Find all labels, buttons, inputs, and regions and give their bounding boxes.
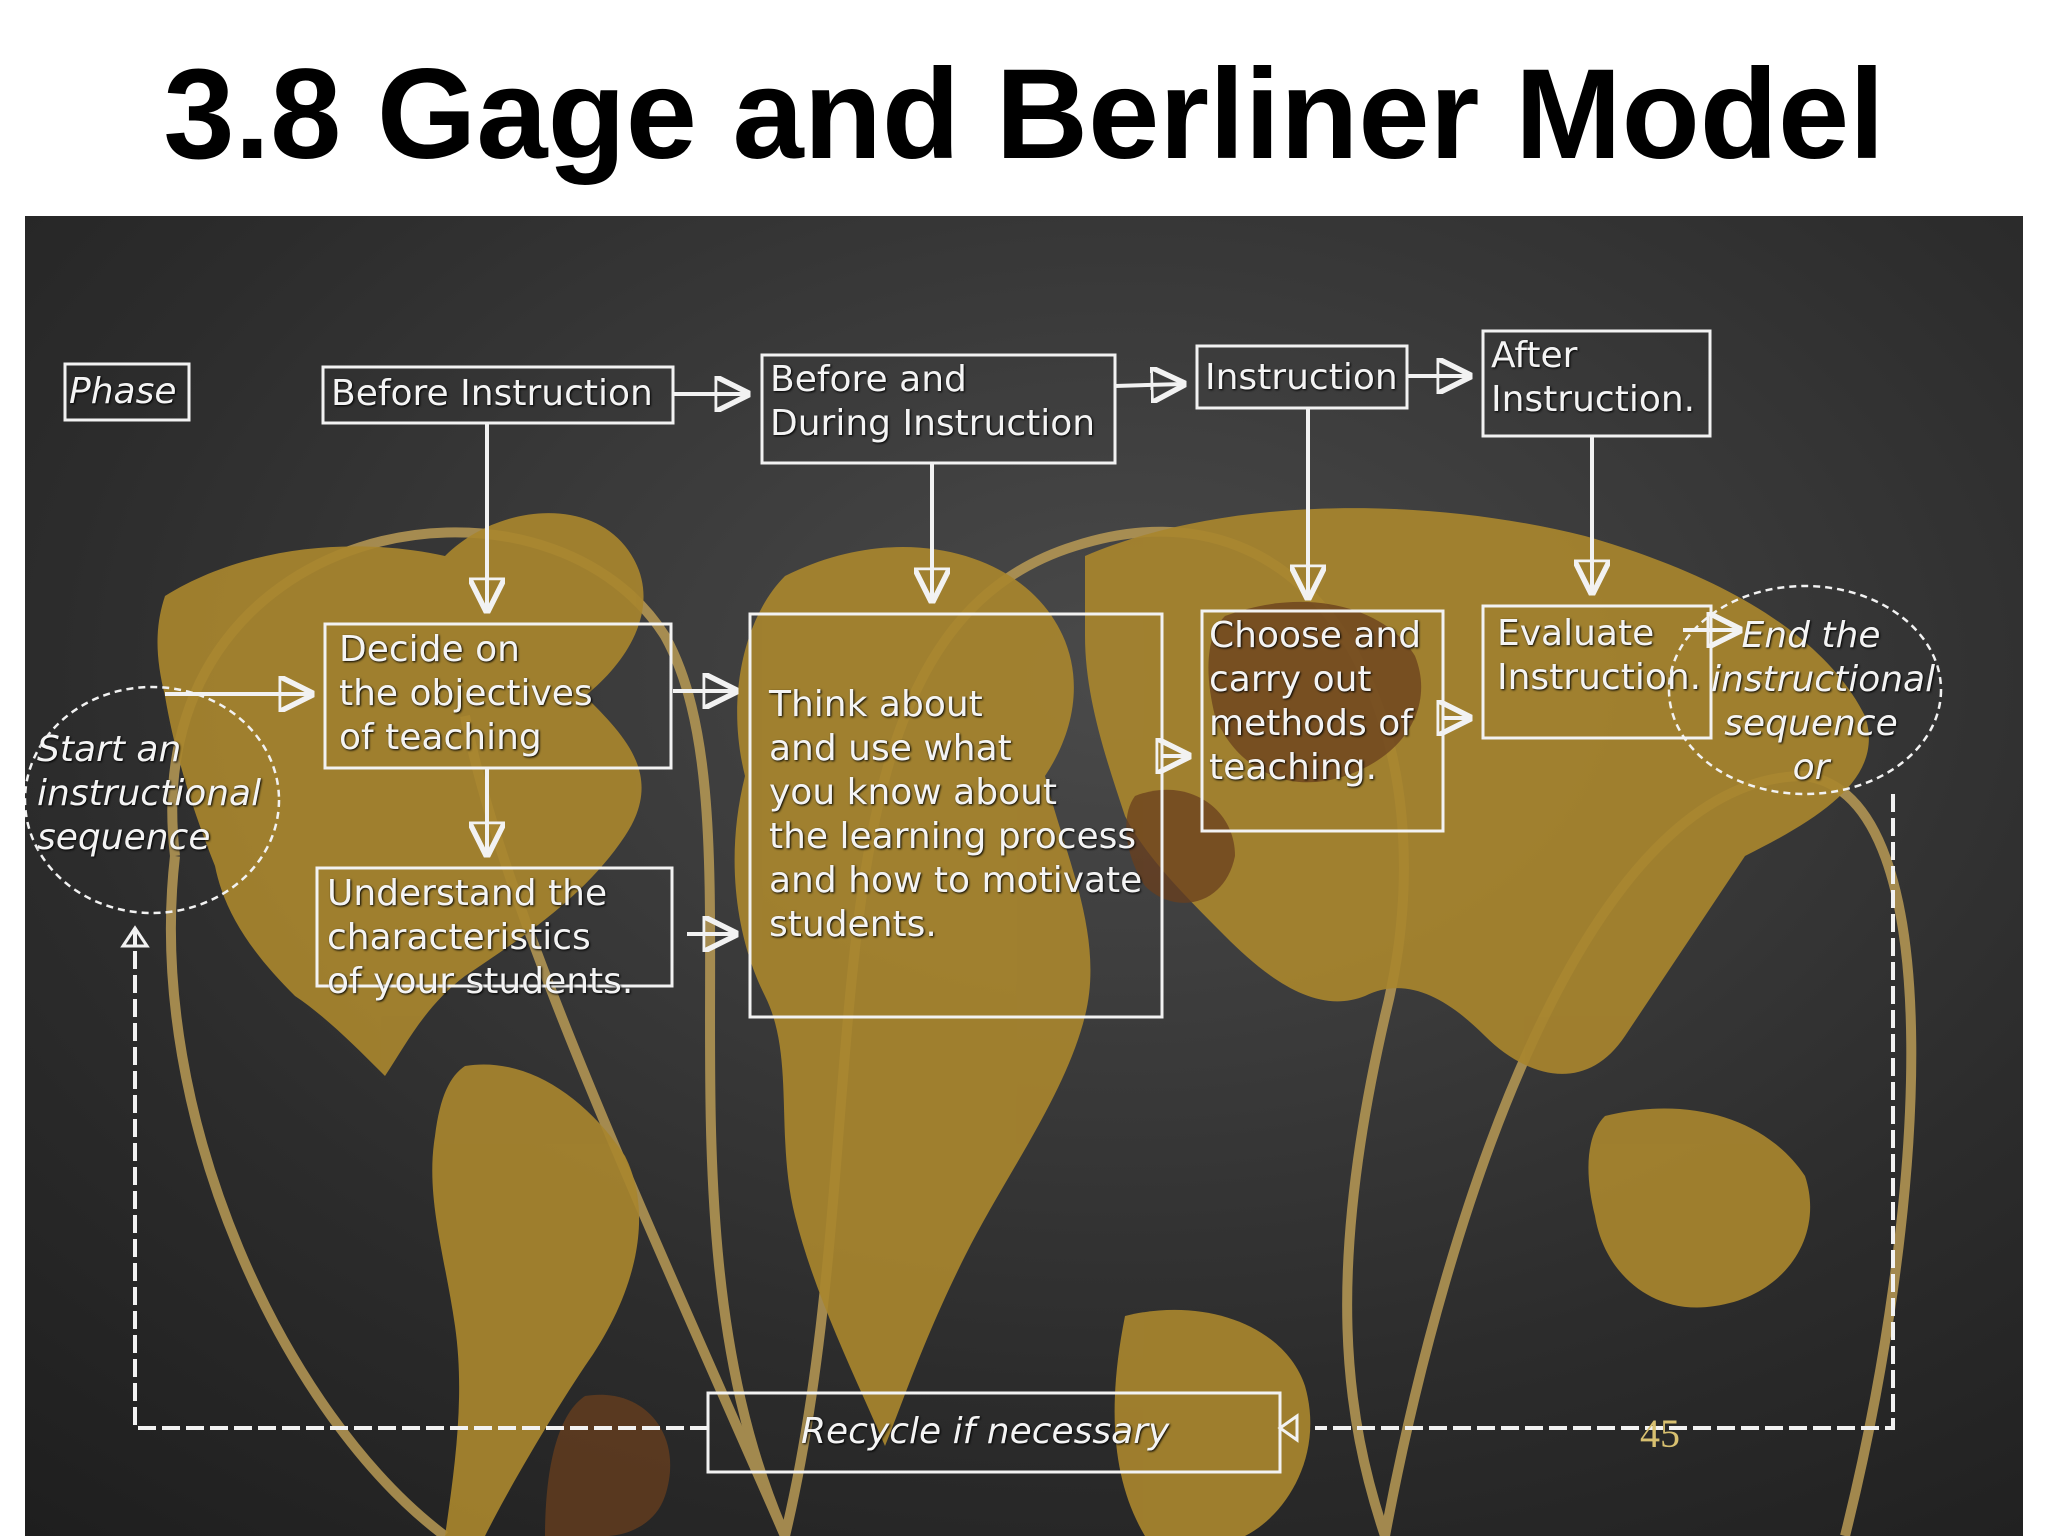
slide-title: 3.8 Gage and Berliner Model bbox=[163, 43, 1885, 186]
step-methods-label: Choose and carry out methods of teaching… bbox=[1209, 615, 1422, 788]
phase-after-box bbox=[1481, 329, 1712, 438]
step-evaluate-box bbox=[1481, 604, 1713, 740]
step-students-label: Understand the characteristics of your s… bbox=[327, 873, 634, 1002]
diagram-panel: Phase Before Instruction Before and Duri… bbox=[25, 216, 2023, 1536]
start-label: Start an instructional sequence bbox=[37, 729, 262, 858]
step-students-box bbox=[315, 866, 674, 988]
phase-label-box bbox=[63, 362, 191, 422]
recycle-box bbox=[706, 1391, 1282, 1474]
start-ellipse bbox=[25, 685, 281, 915]
phase-after-label: After Instruction. bbox=[1491, 335, 1696, 420]
step-think-label: Think about and use what you know about … bbox=[769, 684, 1143, 945]
phase-before-during-label: Before and During Instruction bbox=[770, 359, 1096, 444]
end-label: End the instructional sequence or bbox=[1711, 615, 1936, 788]
phase-instruction-label: Instruction bbox=[1205, 357, 1398, 398]
world-map-background bbox=[25, 216, 2023, 1536]
step-objectives-label: Decide on the objectives of teaching bbox=[339, 629, 593, 758]
step-objectives-box bbox=[323, 622, 673, 770]
end-ellipse bbox=[1667, 584, 1943, 796]
phase-label: Phase bbox=[69, 371, 177, 412]
step-evaluate-label: Evaluate Instruction. bbox=[1497, 613, 1702, 698]
step-think-box bbox=[748, 612, 1164, 1019]
phase-before-during-box bbox=[760, 353, 1117, 465]
recycle-label: Recycle if necessary bbox=[801, 1411, 1170, 1452]
page-number: 45 bbox=[1640, 1411, 1680, 1456]
phase-before-label: Before Instruction bbox=[331, 373, 653, 414]
